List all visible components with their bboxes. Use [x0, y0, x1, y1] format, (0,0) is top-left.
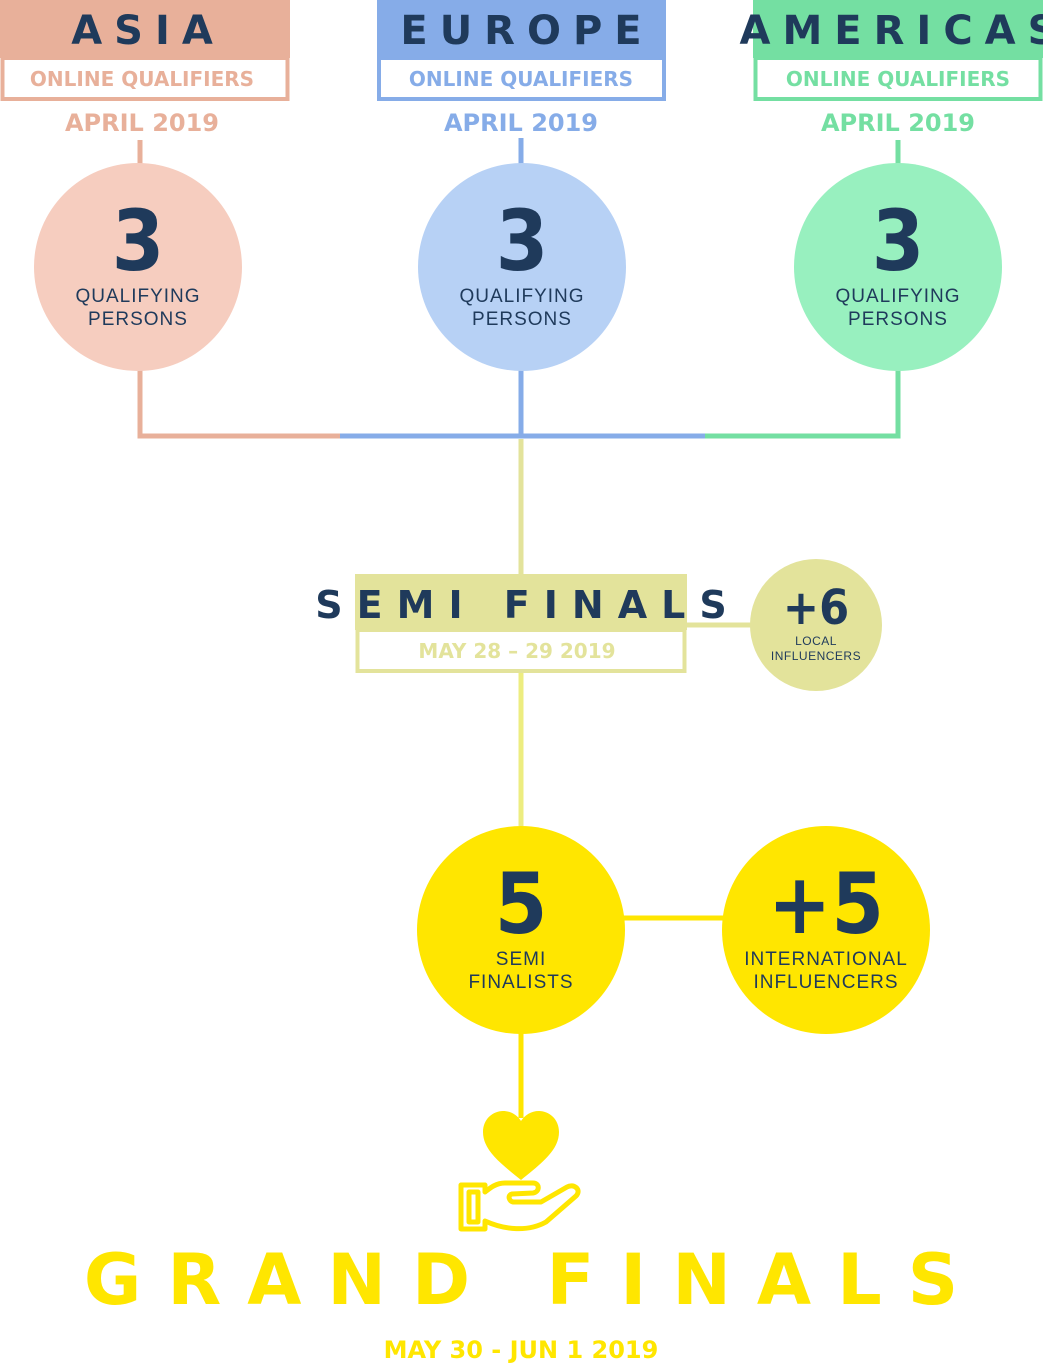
- local-influencers-group: +6 LOCAL INFLUENCERS: [750, 559, 882, 691]
- local-influencers-count: +6: [783, 580, 849, 636]
- heart-hand-icon: [458, 1111, 581, 1232]
- asia-title: ASIA: [71, 8, 225, 54]
- asia-merge-connector: [137, 370, 340, 439]
- americas-header: AMERICAS ONLINE QUALIFIERS APRIL 2019: [740, 0, 1043, 137]
- semi-finalists-count: 5: [495, 855, 548, 953]
- americas-qualifiers-circle: [794, 163, 1002, 371]
- asia-count-label-2: PERSONS: [88, 309, 188, 330]
- europe-qualifiers-circle: [418, 163, 626, 371]
- americas-count-label-1: QUALIFYING: [835, 286, 960, 307]
- americas-subtitle: ONLINE QUALIFIERS: [786, 67, 1010, 91]
- grand-finals-title: GRAND FINALS: [84, 1239, 984, 1321]
- asia-count: 3: [112, 192, 165, 290]
- international-influencers-count: +5: [768, 855, 884, 953]
- asia-header: ASIA ONLINE QUALIFIERS APRIL 2019: [0, 0, 290, 137]
- americas-count: 3: [872, 192, 925, 290]
- americas-merge-connector: [705, 370, 901, 439]
- asia-title-bar: [0, 0, 290, 58]
- semi-finals-title-bar: [355, 574, 687, 630]
- americas-count-label-2: PERSONS: [848, 309, 948, 330]
- local-influencers-label-2: INFLUENCERS: [771, 649, 861, 663]
- asia-subtitle-box: [0, 56, 290, 101]
- americas-date: APRIL 2019: [821, 109, 975, 137]
- semi-finals-title: SEMI FINALS: [315, 583, 740, 627]
- semi-finals-date: MAY 28 – 29 2019: [418, 639, 615, 663]
- semi-finalists-circle: [417, 826, 625, 1034]
- semi-finalists-label-1: SEMI: [496, 949, 546, 970]
- connector-lines: [137, 138, 901, 1118]
- europe-title-bar: [377, 0, 666, 58]
- europe-title: EUROPE: [400, 8, 653, 54]
- asia-circle-group: 3 QUALIFYING PERSONS: [34, 163, 242, 371]
- europe-subtitle-box: [377, 56, 666, 101]
- grand-finals-date: MAY 30 - JUN 1 2019: [384, 1336, 659, 1364]
- europe-date: APRIL 2019: [444, 109, 598, 137]
- asia-date: APRIL 2019: [65, 109, 219, 137]
- asia-subtitle: ONLINE QUALIFIERS: [30, 67, 254, 91]
- international-influencers-label-1: INTERNATIONAL: [744, 949, 908, 970]
- local-influencers-label-1: LOCAL: [795, 634, 837, 648]
- americas-title-bar: [753, 0, 1043, 58]
- open-hand-icon: [458, 1180, 581, 1232]
- europe-header: EUROPE ONLINE QUALIFIERS APRIL 2019: [377, 0, 666, 137]
- semi-finalists-group: 5 SEMI FINALISTS: [417, 826, 625, 1034]
- international-influencers-circle: [722, 826, 930, 1034]
- semi-finals-date-box: [355, 628, 687, 673]
- europe-count-label-2: PERSONS: [472, 309, 572, 330]
- local-influencers-circle: [750, 559, 882, 691]
- heart-icon: [483, 1111, 559, 1180]
- asia-qualifiers-circle: [34, 163, 242, 371]
- europe-subtitle: ONLINE QUALIFIERS: [409, 67, 633, 91]
- europe-count-label-1: QUALIFYING: [459, 286, 584, 307]
- international-influencers-group: +5 INTERNATIONAL INFLUENCERS: [722, 826, 930, 1034]
- europe-count: 3: [496, 192, 549, 290]
- international-influencers-label-2: INFLUENCERS: [753, 972, 898, 993]
- americas-subtitle-box: [753, 56, 1043, 101]
- semi-finalists-label-2: FINALISTS: [468, 972, 573, 993]
- americas-circle-group: 3 QUALIFYING PERSONS: [794, 163, 1002, 371]
- americas-title: AMERICAS: [740, 8, 1043, 54]
- semi-finals-block: SEMI FINALS MAY 28 – 29 2019: [315, 574, 740, 673]
- europe-circle-group: 3 QUALIFYING PERSONS: [418, 163, 626, 371]
- asia-count-label-1: QUALIFYING: [75, 286, 200, 307]
